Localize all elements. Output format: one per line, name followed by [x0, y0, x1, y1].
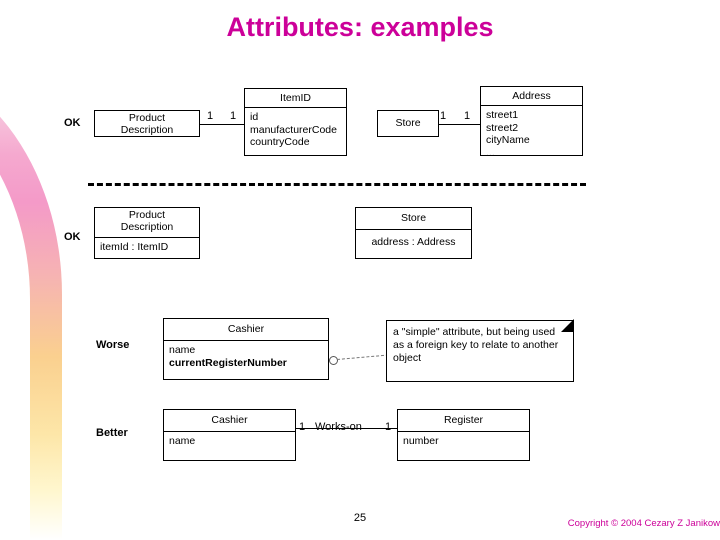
attribute-list-product: itemId : ItemID — [95, 238, 199, 257]
row3-label: Worse — [96, 339, 130, 351]
class-itemid: ItemID id manufacturerCode countryCode — [244, 88, 347, 156]
class-name-address: Address — [512, 90, 551, 102]
class-name-cashier: Cashier — [227, 323, 265, 335]
class-product-description-row1: Product Description — [94, 110, 200, 137]
decorative-gradient-swoosh — [0, 0, 62, 540]
attribute-item: cityName — [486, 134, 530, 146]
multiplicity-address-side: 1 — [464, 110, 471, 122]
note-fold-corner — [561, 319, 574, 332]
attribute-item: itemId : ItemID — [100, 241, 169, 253]
multiplicity-store-side: 1 — [440, 110, 447, 122]
attribute-list-register: number — [398, 432, 529, 451]
section-divider — [88, 183, 586, 186]
class-product-description-row2: Product Description itemId : ItemID — [94, 207, 200, 259]
attribute-item-highlighted: currentRegisterNumber — [169, 356, 287, 369]
class-name-store: Store — [400, 212, 427, 224]
attribute-list-store: address : Address — [356, 230, 471, 252]
multiplicity-register-side: 1 — [385, 421, 392, 433]
attribute-list-cashier-worse: name currentRegisterNumber — [164, 341, 328, 372]
page-title: Attributes: examples — [226, 12, 494, 42]
multiplicity-cashier-side: 1 — [299, 421, 306, 433]
multiplicity-product-side: 1 — [207, 110, 214, 122]
note-anchor-circle — [329, 356, 338, 365]
attribute-item: countryCode — [250, 136, 310, 148]
attribute-list-itemid: id manufacturerCode countryCode — [245, 108, 346, 152]
class-name-store: Store — [395, 117, 421, 129]
class-name-cashier: Cashier — [211, 414, 248, 426]
class-register: Register number — [397, 409, 530, 461]
row4-label: Better — [96, 427, 128, 439]
class-store-row1: Store — [377, 110, 439, 137]
class-name-register: Register — [443, 414, 484, 426]
association-name: Works-on — [315, 421, 362, 433]
class-name-line1: Product — [128, 209, 166, 221]
class-cashier-better: Cashier name — [163, 409, 296, 461]
attribute-item: id — [250, 111, 259, 123]
attribute-item: name — [169, 344, 196, 356]
attribute-item: street1 — [486, 109, 519, 121]
class-address: Address street1 street2 cityName ... — [480, 86, 583, 159]
annotation-note: a "simple" attribute, but being used as … — [386, 320, 574, 382]
class-store-row2: Store address : Address — [355, 207, 472, 259]
note-leader-line — [337, 354, 389, 360]
copyright-notice: Copyright © 2004 Cezary Z Janikow — [567, 518, 720, 529]
attribute-item: street2 — [486, 121, 519, 134]
row2-label: OK — [64, 231, 81, 243]
attribute-list-cashier-better: name — [164, 432, 295, 451]
attribute-item: manufacturerCode — [250, 123, 337, 136]
attribute-item: address : Address — [371, 236, 456, 248]
class-name-line1: Product — [128, 112, 166, 124]
class-name-itemid: ItemID — [280, 92, 311, 104]
class-cashier-worse: Cashier name currentRegisterNumber — [163, 318, 329, 380]
association-line-cashier-register — [296, 428, 397, 429]
class-name-line2: Description — [120, 124, 174, 136]
attribute-item: number — [403, 435, 439, 447]
class-name-line2: Description — [120, 221, 174, 233]
attribute-item: name — [169, 435, 196, 447]
row1-label: OK — [64, 117, 81, 129]
attribute-list-address: street1 street2 cityName ... — [481, 106, 582, 162]
association-line-product-itemid — [200, 124, 244, 125]
association-line-store-address — [439, 124, 480, 125]
page-number: 25 — [353, 512, 367, 524]
multiplicity-itemid-side: 1 — [230, 110, 237, 122]
attribute-item: ... — [486, 146, 495, 159]
